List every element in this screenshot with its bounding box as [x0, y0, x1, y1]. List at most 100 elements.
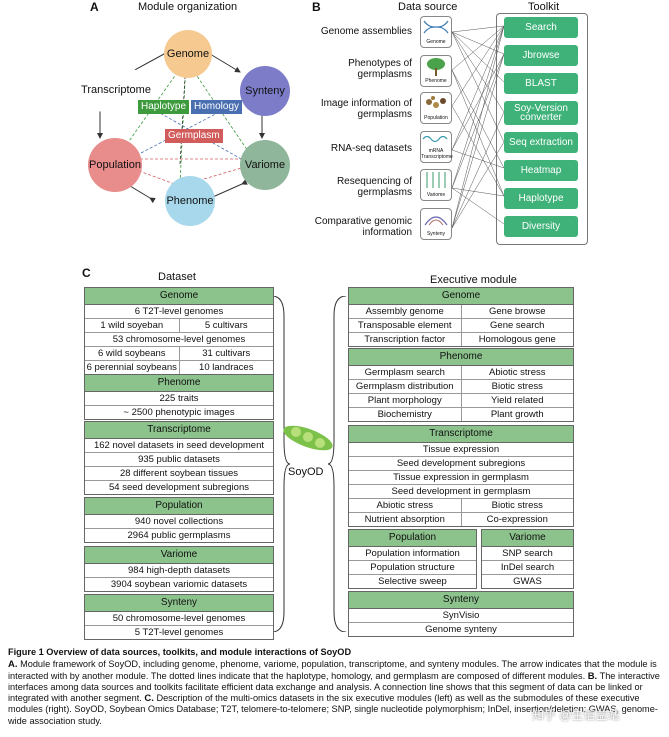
module-transcriptome-label: Transcriptome [81, 84, 151, 96]
exec-cell: Biochemistry [349, 408, 462, 421]
population-seeds-icon: Population [420, 92, 452, 124]
mrna-icon-label: mRNA [428, 148, 444, 154]
exec-cell: SynVisio [349, 609, 573, 623]
exec-phenome-header: Phenome [349, 349, 573, 366]
caption-body: A. Module framework of SoyOD, including … [8, 659, 662, 727]
module-synteny-node: Synteny [240, 66, 290, 116]
exec-cell: Seed development in germplasm [349, 485, 573, 499]
tool-haplotype: Haplotype [504, 188, 578, 209]
caption-a-label: A. [8, 659, 18, 671]
caption-title: Figure 1 Overview of data sources, toolk… [8, 647, 352, 657]
exec-cell: Population information [349, 547, 476, 561]
dataset-cell: 6 T2T-level genomes [85, 305, 273, 319]
synteny-icon-label: Synteny [426, 231, 446, 237]
exec-cell: Seed development subregions [349, 457, 573, 471]
transcriptome-mrna-icon: mRNA Transcriptome [420, 131, 453, 163]
exec-cell: SNP search [482, 547, 573, 561]
genome-icon-label: Genome [426, 39, 446, 45]
variome-icon-label: Variome [426, 192, 446, 198]
genome-dna-icon: Genome [420, 16, 452, 48]
phenome-icon-label: Phenome [425, 78, 447, 84]
dataset-cell: 3904 soybean variomic datasets [110, 579, 248, 590]
dataset-genome-box: Genome 6 T2T-level genomes 1 wild soyeba… [84, 287, 274, 375]
data-source-title: Data source [398, 1, 458, 13]
dataset-cell: 54 seed development subregions [109, 482, 249, 493]
dataset-cell: 2964 public germplasms [127, 530, 231, 541]
dataset-transcriptome-box: Transcriptome 162 novel datasets in seed… [84, 421, 274, 495]
module-variome-node: Variome [240, 140, 290, 190]
dataset-cell: 935 public datasets [85, 453, 273, 467]
exec-cell: Genome synteny [425, 624, 497, 635]
panel-b-label: B [312, 0, 321, 14]
dataset-phenome-box: Phenome 225 traits ~ 2500 phenotypic ima… [84, 374, 274, 420]
dataset-cell: 940 novel collections [85, 515, 273, 529]
left-bracket [271, 296, 290, 632]
toolkit-title: Toolkit [528, 1, 560, 13]
executive-module-title: Executive module [430, 274, 517, 286]
exec-transcriptome-box: Transcriptome Tissue expression Seed dev… [348, 425, 574, 527]
source-phenotypes: Phenotypes of germplasms [348, 58, 412, 80]
caption-c-text: Description of the multi-omics datasets … [8, 693, 658, 726]
dataset-cell: 50 chromosome-level genomes [85, 612, 273, 626]
panel-a-label: A [90, 0, 99, 14]
exec-cell: Nutrient absorption [349, 513, 462, 526]
exec-cell: Gene browse [488, 306, 546, 317]
dataset-population-box: Population 940 novel collections 2964 pu… [84, 497, 274, 543]
exec-cell: Yield related [491, 395, 544, 406]
exec-cell: Tissue expression [349, 443, 573, 457]
caption-a-text: Module framework of SoyOD, including gen… [8, 659, 657, 681]
figure-caption: Figure 1 Overview of data sources, toolk… [8, 647, 662, 727]
homology-tag: Homology [191, 100, 243, 114]
tool-search: Search [504, 17, 578, 38]
module-genome-node: Genome [164, 30, 212, 78]
dataset-cell: 6 wild soybeans [85, 347, 180, 360]
right-bracket [328, 296, 347, 632]
panel-c-label: C [82, 266, 91, 280]
watermark-text: 知乎 @生信益站 [532, 708, 620, 722]
exec-cell: Selective sweep [378, 576, 447, 587]
exec-cell: Tissue expression in germplasm [349, 471, 573, 485]
module-transcriptome-node: Transcriptome [80, 66, 152, 114]
exec-synteny-header: Synteny [349, 592, 573, 609]
exec-cell: Biotic stress [491, 500, 543, 511]
exec-cell: Transcription factor [349, 333, 462, 346]
soyod-center-label: SoyOD [288, 466, 324, 478]
tool-jbrowse: Jbrowse [504, 45, 578, 66]
exec-variome-box: Variome SNP search InDel search GWAS [481, 529, 574, 589]
module-phenome-node: Phenome [165, 176, 215, 226]
exec-cell: Co-expression [486, 514, 548, 525]
exec-cell: Germplasm search [349, 366, 462, 379]
dataset-cell: 162 novel datasets in seed development [85, 439, 273, 453]
exec-cell: InDel search [482, 561, 573, 575]
exec-genome-header: Genome [349, 288, 573, 305]
exec-population-header: Population [349, 530, 476, 547]
caption-b-label: B. [587, 670, 598, 682]
exec-cell: Homologous gene [478, 334, 556, 345]
module-phenome-label: Phenome [166, 195, 214, 207]
dataset-phenome-header: Phenome [85, 375, 273, 392]
dataset-cell: 6 perennial soybeans [85, 361, 180, 374]
dataset-variome-header: Variome [85, 547, 273, 564]
exec-population-box: Population Population information Popula… [348, 529, 477, 589]
haplotype-tag: Haplotype [138, 100, 190, 114]
tool-heatmap: Heatmap [504, 160, 578, 181]
dataset-variome-box: Variome 984 high-depth datasets 3904 soy… [84, 546, 274, 592]
exec-cell: Population structure [349, 561, 476, 575]
exec-cell: Plant morphology [349, 394, 462, 407]
dataset-cell: 1 wild soyeban [85, 319, 180, 332]
caption-c-label: C. [144, 693, 154, 705]
tool-seq-extraction: Seq extraction [504, 132, 578, 153]
dataset-cell: 10 landraces [199, 362, 254, 373]
germplasm-tag: Germplasm [165, 129, 223, 143]
module-synteny-label: Synteny [245, 85, 285, 97]
tool-diversity: Diversity [504, 216, 578, 237]
dataset-cell: ~ 2500 phenotypic images [123, 407, 235, 418]
source-comparative: Comparative genomic information [314, 216, 412, 238]
exec-cell: Abiotic stress [349, 499, 462, 512]
panel-a-title: Module organization [138, 1, 238, 13]
source-rnaseq: RNA-seq datasets [330, 143, 412, 154]
module-population-node: Population [88, 138, 142, 192]
exec-cell: Germplasm distribution [349, 380, 462, 393]
